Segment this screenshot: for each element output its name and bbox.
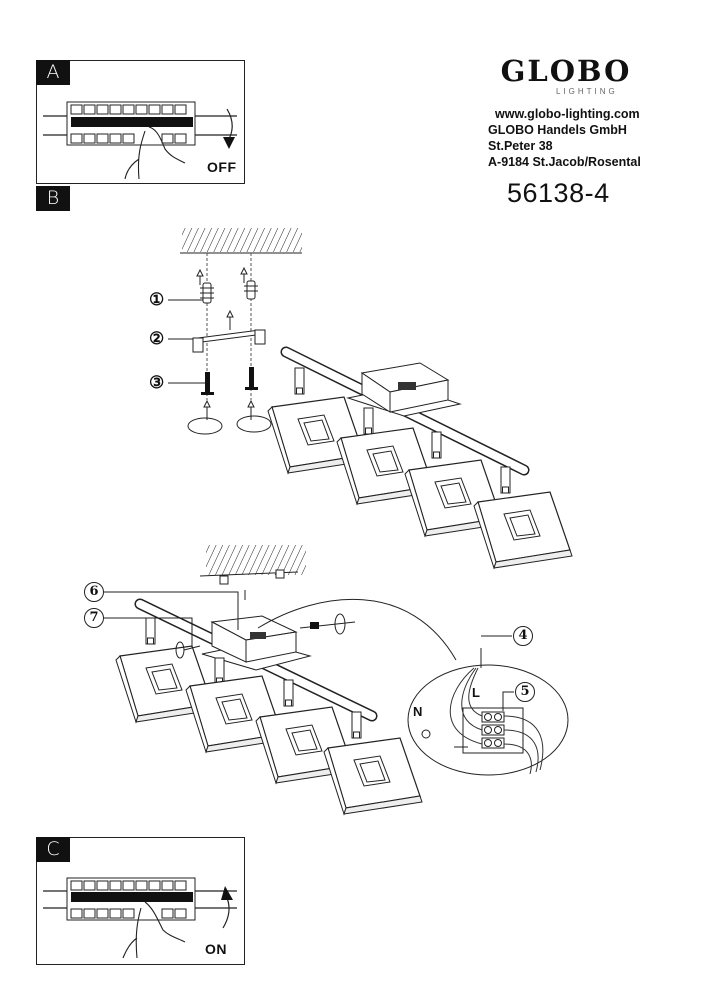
step-b-tag: B — [36, 186, 70, 211]
callout-5-text: 5 — [520, 684, 530, 699]
company-name: GLOBO Handels GmbH — [488, 123, 627, 137]
wiring-detail — [407, 635, 569, 776]
callout-6: 6 — [84, 582, 104, 602]
step-c-tag: C — [36, 837, 70, 862]
logo-subtext: LIGHTING — [556, 87, 618, 96]
up-arrow-icons — [196, 266, 255, 420]
callout-4-text: 4 — [518, 628, 528, 643]
rotate-screw-icon — [187, 415, 272, 435]
model-number: 56138-4 — [507, 178, 610, 208]
callout-leaders-top — [168, 299, 205, 384]
callout-6-text: 6 — [89, 584, 99, 599]
globo-logo: GLOBO LIGHTING — [496, 55, 636, 97]
step-c-panel: C ON — [36, 837, 245, 965]
wall-plug-icon — [200, 280, 258, 304]
callout-5: 5 — [515, 682, 535, 702]
website-link[interactable]: www.globo-lighting.com — [495, 107, 640, 121]
city-address: A-9184 St.Jacob/Rosental — [488, 155, 641, 169]
detail-zoom-arc — [257, 598, 457, 661]
breaker-off-illustration — [43, 101, 237, 180]
callout-leaders-bottom — [104, 591, 239, 648]
step-a-tag: A — [36, 60, 70, 85]
screw-icon — [201, 367, 258, 395]
fixture-top — [267, 346, 573, 569]
fixture-bottom — [115, 598, 423, 815]
step-a-panel: A OFF — [36, 60, 245, 184]
callout-7: 7 — [84, 608, 104, 628]
callout-3: ③ — [149, 373, 165, 393]
callout-2: ② — [149, 329, 165, 349]
breaker-on-illustration — [43, 877, 237, 959]
on-label: ON — [205, 941, 227, 957]
live-wire-label: L — [472, 685, 480, 700]
neutral-wire-label: N — [413, 704, 423, 719]
ceiling-hatch-top — [180, 228, 302, 254]
callout-7-text: 7 — [89, 610, 99, 625]
mounting-bracket — [192, 329, 266, 353]
ceiling-hatch-bottom — [199, 545, 306, 600]
logo-text: GLOBO — [500, 54, 632, 88]
company-address: www.globo-lighting.com GLOBO Handels Gmb… — [488, 106, 641, 170]
earth-ground-icon — [421, 729, 431, 739]
callout-4: 4 — [513, 626, 533, 646]
callout-1: ① — [149, 290, 165, 310]
off-label: OFF — [207, 159, 237, 175]
street-address: St.Peter 38 — [488, 139, 553, 153]
